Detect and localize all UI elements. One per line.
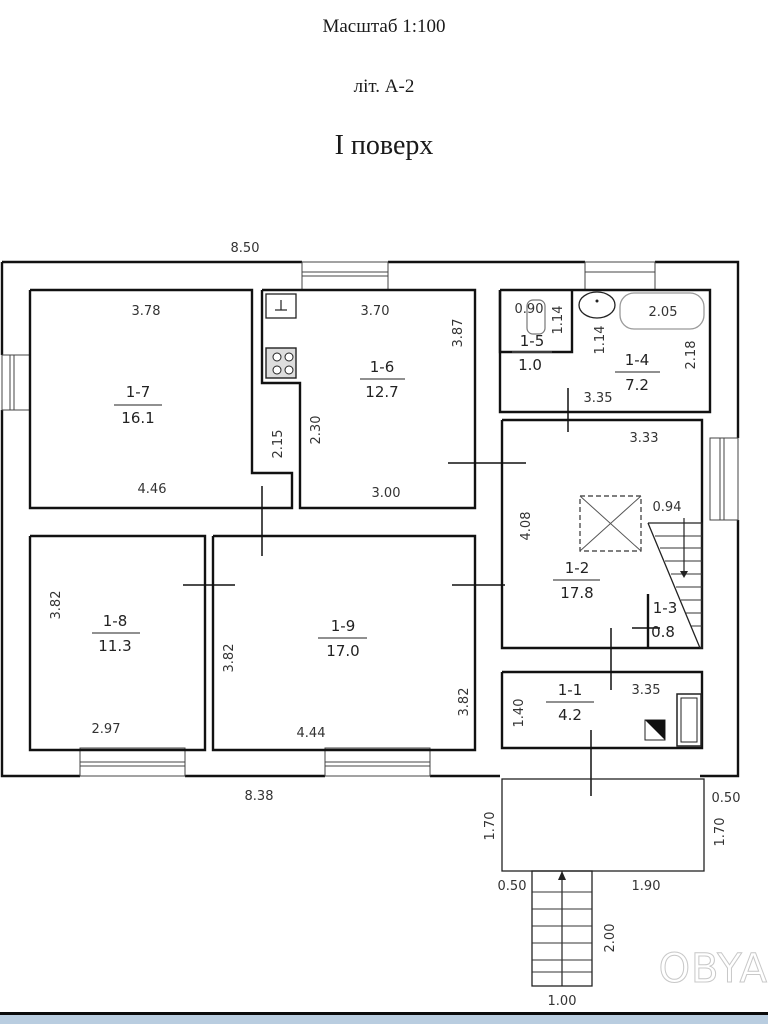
svg-text:7.2: 7.2 [625, 376, 649, 394]
toilet-icon [526, 299, 546, 335]
dim: 3.87 [451, 319, 466, 348]
dim: 2.18 [684, 341, 699, 370]
svg-text:16.1: 16.1 [121, 409, 154, 427]
window [584, 261, 656, 291]
dim: 1.70 [483, 812, 498, 841]
room-label-1-5: 1-5 1.0 [512, 332, 552, 374]
window [1, 354, 31, 411]
svg-text:1-3: 1-3 [653, 599, 678, 617]
dim: 1.40 [512, 699, 527, 728]
room-label-1-1: 1-1 4.2 [546, 681, 594, 724]
svg-text:1-2: 1-2 [565, 559, 590, 577]
svg-text:1-9: 1-9 [331, 617, 356, 635]
dim: 1.70 [713, 818, 728, 847]
dim: 3.82 [222, 644, 237, 673]
svg-text:4.2: 4.2 [558, 706, 582, 724]
svg-text:1-6: 1-6 [370, 358, 395, 376]
room-label-1-9: 1-9 17.0 [318, 617, 367, 660]
dim: 3.82 [49, 591, 64, 620]
dim: 1.14 [593, 326, 608, 355]
dim-bottom-width: 8.38 [245, 789, 274, 804]
dim: 2.00 [603, 924, 618, 953]
dim: 3.70 [361, 304, 390, 319]
dim: 3.35 [584, 391, 613, 406]
dim: 0.94 [653, 500, 682, 515]
room-label-1-3: 1-3 0.8 [651, 599, 677, 641]
dim: 4.08 [519, 512, 534, 541]
dim: 1.90 [632, 879, 661, 894]
skylight-icon [579, 495, 642, 552]
svg-text:17.0: 17.0 [326, 642, 359, 660]
room-label-1-7: 1-7 16.1 [114, 383, 162, 427]
dim: 3.00 [372, 486, 401, 501]
letter-label: літ. А-2 [353, 76, 415, 97]
dim: 2.15 [271, 430, 286, 459]
room-1-6 [260, 288, 477, 510]
dim: 3.78 [132, 304, 161, 319]
room-1-4 [498, 288, 712, 414]
room-label-1-4: 1-4 7.2 [615, 351, 660, 394]
dim: 1.14 [551, 306, 566, 335]
svg-text:17.8: 17.8 [560, 584, 593, 602]
svg-text:1-1: 1-1 [558, 681, 583, 699]
svg-text:1-4: 1-4 [625, 351, 650, 369]
room-label-1-8: 1-8 11.3 [92, 612, 140, 655]
svg-text:12.7: 12.7 [365, 383, 398, 401]
room-label-1-6: 1-6 12.7 [360, 358, 405, 401]
sink-icon [265, 293, 297, 319]
svg-text:0.8: 0.8 [651, 623, 675, 641]
bottom-strip [0, 1012, 768, 1024]
porch [501, 778, 705, 872]
watermark: OBYA [658, 946, 768, 993]
boiler-icon [644, 719, 666, 741]
dim: 3.35 [632, 683, 661, 698]
door-marks [183, 388, 660, 796]
dim: 2.97 [92, 722, 121, 737]
outer-walls [0, 260, 740, 778]
svg-text:1-7: 1-7 [126, 383, 151, 401]
scale-label: Масштаб 1:100 [322, 16, 446, 37]
room-1-8 [28, 534, 207, 752]
floor-title: I поверх [334, 130, 434, 161]
dim: 0.90 [515, 302, 544, 317]
stove-icon [265, 347, 297, 379]
dim: 0.50 [712, 791, 741, 806]
dim: 2.05 [649, 305, 678, 320]
dim-top-width: 8.50 [231, 241, 260, 256]
washbasin-icon [578, 291, 616, 319]
dim: 1.00 [548, 994, 577, 1009]
svg-text:1-8: 1-8 [103, 612, 128, 630]
svg-text:1.0: 1.0 [518, 356, 542, 374]
entrance-stairs-icon [531, 870, 593, 987]
dim: 0.50 [498, 879, 527, 894]
svg-text:1-5: 1-5 [520, 332, 545, 350]
svg-text:11.3: 11.3 [98, 637, 131, 655]
room-1-9 [211, 534, 477, 752]
room-1-7 [28, 288, 294, 510]
dim: 4.44 [297, 726, 326, 741]
boiler-unit-icon [676, 693, 702, 747]
room-label-1-2: 1-2 17.8 [553, 559, 600, 602]
dim: 3.82 [457, 688, 472, 717]
dim: 3.33 [630, 431, 659, 446]
stairs-icon [647, 518, 703, 649]
dim: 4.46 [138, 482, 167, 497]
bathtub-icon [619, 292, 705, 330]
room-1-1 [500, 670, 704, 750]
dim: 2.30 [309, 416, 324, 445]
